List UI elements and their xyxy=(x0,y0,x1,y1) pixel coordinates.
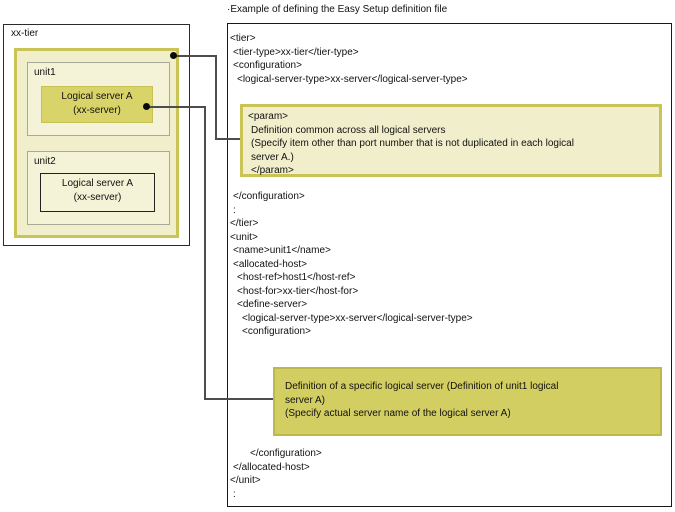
code-line: <tier> xyxy=(230,33,256,44)
logical-server-name: Logical server A xyxy=(61,178,134,189)
connector-dot xyxy=(143,103,150,110)
unit2-label: unit2 xyxy=(34,156,56,167)
code-line: : xyxy=(233,488,236,500)
code-line: Definition common across all logical ser… xyxy=(251,124,446,136)
xx-tier-label: xx-tier xyxy=(11,28,39,39)
code-line: <allocated-host> xyxy=(233,258,307,270)
code-line: <configuration> xyxy=(242,326,311,337)
logical-server-type: (xx-server) xyxy=(73,192,122,203)
connector-line xyxy=(204,106,206,400)
code-line: <define-server> xyxy=(237,299,308,310)
connector-line xyxy=(147,106,206,108)
code-line: <tier-type>xx-tier</tier-type> xyxy=(233,46,359,58)
code-line: </allocated-host> xyxy=(233,461,310,473)
code-line: <host-ref>host1</host-ref> xyxy=(237,272,356,283)
code-line: <logical-server-type>xx-server</logical-… xyxy=(242,312,473,324)
code-block-closing: </configuration> </allocated-host> </unit>… xyxy=(230,447,322,501)
unit1-label: unit1 xyxy=(34,67,56,78)
param-annotation-box: <param> Definition common across all logi… xyxy=(240,104,662,177)
code-line: <configuration> xyxy=(233,60,302,71)
code-line: <host-for>xx-tier</host-for> xyxy=(237,285,359,297)
code-line: </tier> xyxy=(230,218,259,229)
logical-server-type: (xx-server) xyxy=(73,105,121,116)
code-line: </unit> xyxy=(230,475,261,486)
connector-line xyxy=(173,55,217,57)
code-line: <name>unit1</name> xyxy=(233,245,331,256)
figure-title: ·Example of defining the Easy Setup defi… xyxy=(227,4,448,15)
connector-dot xyxy=(170,52,177,59)
code-line: server A) xyxy=(285,394,326,406)
code-line: </configuration> xyxy=(233,191,305,202)
unit2-logical-server-box: Logical server A (xx-server) xyxy=(40,173,155,212)
code-line: server A.) xyxy=(251,151,294,163)
code-line: (Specify item other than port number tha… xyxy=(251,138,574,149)
code-line: </configuration> xyxy=(250,448,322,459)
code-line: : xyxy=(233,204,236,216)
specific-server-annotation-box: Definition of a specific logical server … xyxy=(273,367,662,436)
unit1-logical-server-box: Logical server A (xx-server) xyxy=(41,86,153,123)
code-line: </param> xyxy=(251,165,294,176)
connector-line xyxy=(215,138,242,140)
connector-line xyxy=(204,398,275,400)
logical-server-name: Logical server A xyxy=(61,91,133,102)
code-line: <param> xyxy=(248,111,289,122)
code-line: Definition of a specific logical server … xyxy=(285,381,559,392)
code-line: <logical-server-type>xx-server</logical-… xyxy=(237,73,468,85)
code-line: <unit> xyxy=(230,231,258,243)
code-block-tier: <tier> <tier-type>xx-tier</tier-type> <con… xyxy=(230,32,468,86)
connector-line xyxy=(215,55,217,140)
code-block-unit: </configuration>: </tier> <unit> <name>unit… xyxy=(230,190,473,339)
code-line: (Specify actual server name of the logic… xyxy=(285,408,511,419)
